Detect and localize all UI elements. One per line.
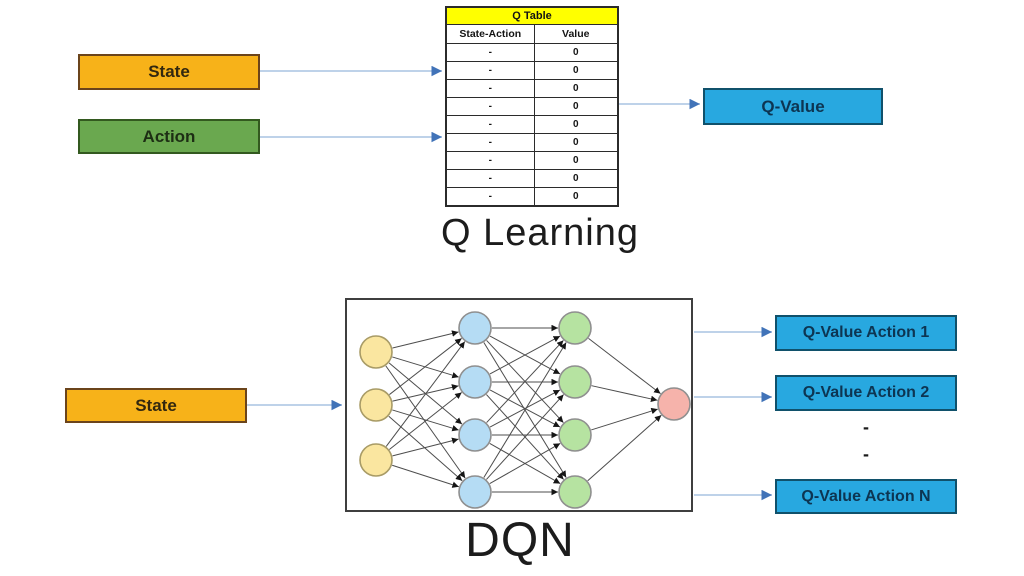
q-value-action-n-box: Q-Value Action N (775, 479, 957, 514)
q-table-cell: - (445, 115, 535, 134)
network-edge (385, 341, 466, 447)
q-table-cell: 0 (533, 43, 619, 62)
q-table-cell: 0 (533, 169, 619, 188)
flow-arrows (247, 65, 772, 501)
hidden-1-node (458, 311, 492, 345)
q-value-box: Q-Value (703, 88, 883, 125)
ellipsis-dot: - (863, 444, 869, 464)
hidden-2-node (558, 475, 592, 509)
input-node (359, 443, 393, 477)
q-table-cell: - (445, 97, 535, 116)
q-table-row: -0 (445, 169, 619, 188)
q-value-action-1-box: Q-Value Action 1 (775, 315, 957, 351)
q-table-cell: - (445, 133, 535, 152)
q-table-cell: 0 (533, 61, 619, 80)
network-edge (591, 385, 658, 403)
q-table-row: -0 (445, 187, 619, 207)
hidden-2-node (558, 365, 592, 399)
q-table-row: -0 (445, 61, 619, 80)
q-table-row: -0 (445, 97, 619, 116)
network-edge (392, 437, 459, 457)
q-table-cell: 0 (533, 115, 619, 134)
network-edge (489, 389, 561, 428)
action-box: Action (78, 119, 260, 154)
network-edge (489, 335, 561, 375)
ellipsis-dot: - (863, 417, 869, 437)
q-table-cell: 0 (533, 187, 619, 207)
q-table-cell: 0 (533, 97, 619, 116)
q-table-row: -0 (445, 133, 619, 152)
q-table-cell: - (445, 43, 535, 62)
q-learning-title: Q Learning (440, 212, 639, 254)
q-table-cell: 0 (533, 151, 619, 170)
input-node (359, 388, 393, 422)
q-table-cell: - (445, 151, 535, 170)
q-table-row: -0 (445, 43, 619, 62)
hidden-1-node (458, 475, 492, 509)
network-edge (489, 442, 561, 485)
q-table-cell: - (445, 61, 535, 80)
network-edge (388, 415, 463, 482)
q-table: Q Table State-Action Value -0-0-0-0-0-0-… (445, 6, 619, 207)
output-node (657, 387, 691, 421)
network-edge (392, 409, 459, 432)
q-table-row: -0 (445, 79, 619, 98)
hidden-1-node (458, 365, 492, 399)
q-table-cell: - (445, 79, 535, 98)
network-edges (385, 324, 662, 496)
q-value-action-2-box: Q-Value Action 2 (775, 375, 957, 411)
network-edge (591, 407, 658, 431)
network-edge (385, 365, 466, 479)
network-edge (483, 342, 567, 478)
ellipsis-dots: - - (855, 414, 877, 468)
network-edge (392, 330, 459, 349)
hidden-2-node (558, 418, 592, 452)
network-edge (486, 340, 564, 423)
dqn-title: DQN (465, 514, 575, 567)
state-box-top: State (78, 54, 260, 90)
network-edge (588, 337, 661, 395)
q-table-row: -0 (445, 115, 619, 134)
q-table-col-state-action: State-Action (445, 24, 535, 44)
q-table-row: -0 (445, 151, 619, 170)
q-table-cell: - (445, 169, 535, 188)
network-edge (392, 464, 459, 488)
network-edge (587, 414, 662, 482)
q-table-cell: - (445, 187, 535, 207)
network-nodes (359, 311, 691, 509)
hidden-2-node (558, 311, 592, 345)
q-table-body: -0-0-0-0-0-0-0-0-0 (445, 43, 619, 207)
q-table-cell: 0 (533, 79, 619, 98)
network-edge (389, 338, 462, 395)
q-table-col-value: Value (533, 24, 619, 44)
q-table-cell: 0 (533, 133, 619, 152)
hidden-1-node (458, 418, 492, 452)
network-edge (389, 392, 462, 450)
state-box-bottom: State (65, 388, 247, 423)
network-edge (486, 394, 564, 480)
input-node (359, 335, 393, 369)
q-table-title: Q Table (445, 6, 619, 25)
